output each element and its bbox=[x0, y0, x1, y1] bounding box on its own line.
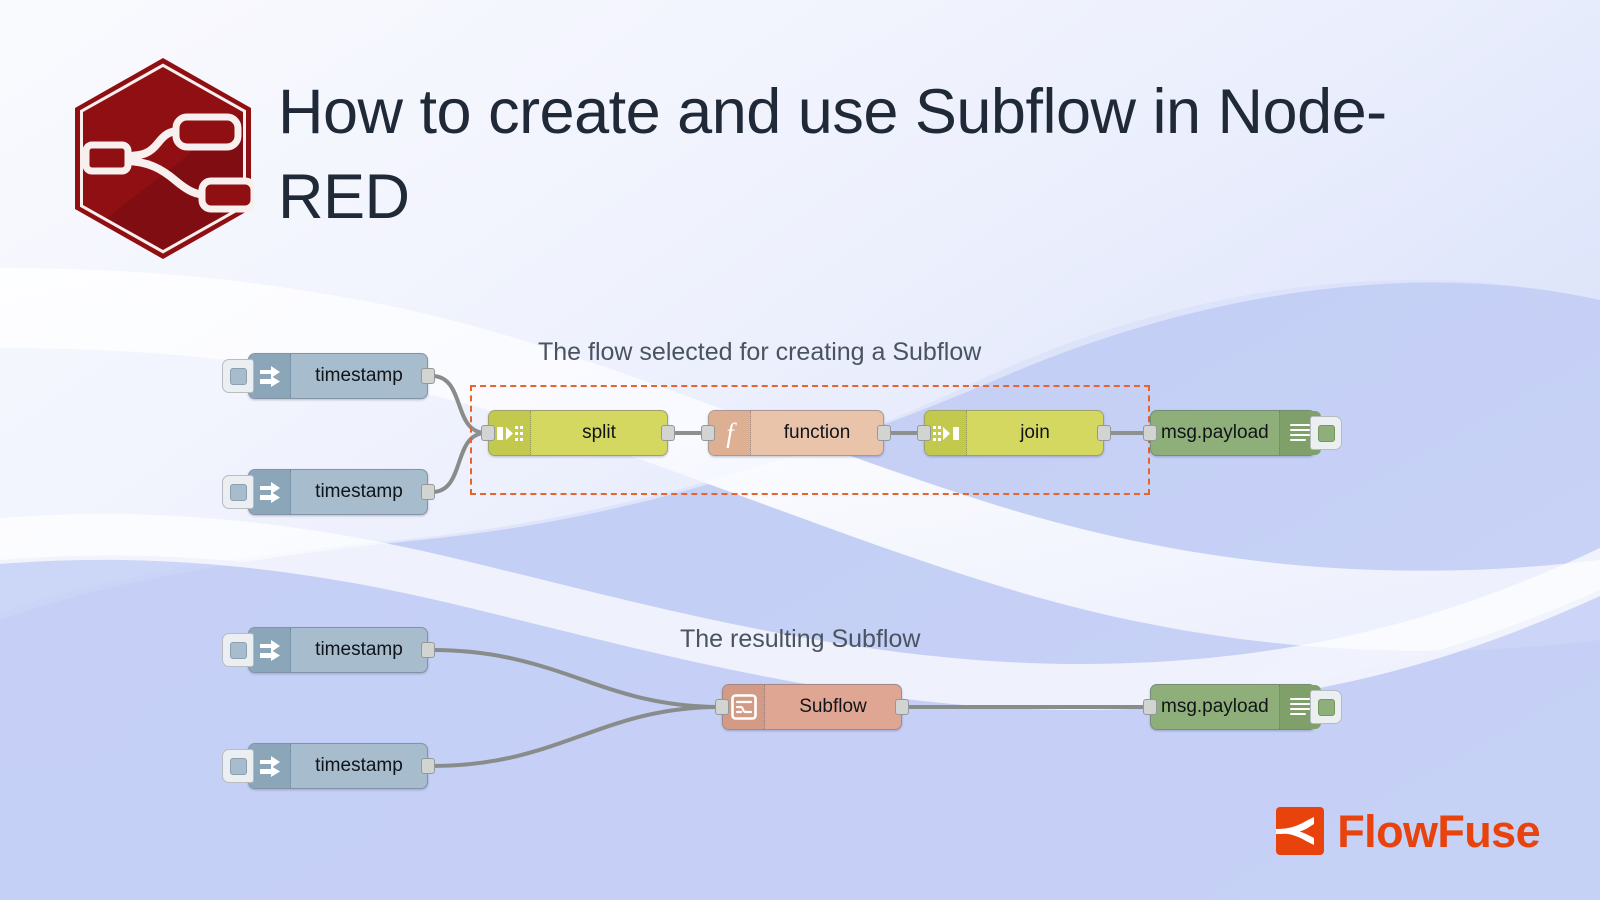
inject-arrow-icon bbox=[249, 744, 291, 788]
node-subflow[interactable]: Subflow bbox=[715, 684, 909, 730]
node-inject-3[interactable]: timestamp bbox=[222, 627, 435, 673]
flowfuse-wordmark: FlowFuse bbox=[1337, 805, 1540, 857]
debug-toggle-button[interactable] bbox=[1310, 416, 1342, 450]
input-port[interactable] bbox=[1143, 699, 1157, 715]
flowfuse-mark-icon bbox=[1276, 807, 1325, 855]
node-label: timestamp bbox=[315, 639, 403, 660]
node-join[interactable]: join bbox=[917, 410, 1111, 456]
node-inject-2[interactable]: timestamp bbox=[222, 469, 435, 515]
node-inject-1[interactable]: timestamp bbox=[222, 353, 435, 399]
node-label: timestamp bbox=[315, 481, 403, 502]
output-port[interactable] bbox=[421, 758, 435, 774]
node-label: timestamp bbox=[315, 755, 403, 776]
function-f-icon: f bbox=[709, 411, 751, 455]
inject-arrow-icon bbox=[249, 470, 291, 514]
output-port[interactable] bbox=[895, 699, 909, 715]
node-debug-1[interactable]: msg.payload bbox=[1143, 410, 1342, 456]
node-label: timestamp bbox=[315, 365, 403, 386]
inject-arrow-icon bbox=[249, 354, 291, 398]
node-debug-2[interactable]: msg.payload bbox=[1143, 684, 1342, 730]
node-label: msg.payload bbox=[1161, 422, 1269, 443]
input-port[interactable] bbox=[715, 699, 729, 715]
node-split[interactable]: split bbox=[481, 410, 675, 456]
node-label: function bbox=[783, 422, 851, 443]
node-label: join bbox=[1020, 422, 1050, 443]
svg-text:f: f bbox=[726, 418, 737, 448]
inject-trigger-button[interactable] bbox=[222, 475, 254, 509]
header: How to create and use Subflow in Node-RE… bbox=[0, 0, 1600, 280]
caption-flow-subflow: The resulting Subflow bbox=[680, 625, 921, 653]
flowfuse-logo[interactable]: FlowFuse bbox=[1276, 805, 1541, 857]
join-icon bbox=[925, 411, 967, 455]
node-label: split bbox=[582, 422, 616, 443]
split-icon bbox=[489, 411, 531, 455]
subflow-icon bbox=[723, 685, 765, 729]
caption-flow-original: The flow selected for creating a Subflow bbox=[538, 338, 982, 366]
inject-trigger-button[interactable] bbox=[222, 359, 254, 393]
inject-arrow-icon bbox=[249, 628, 291, 672]
inject-trigger-button[interactable] bbox=[222, 749, 254, 783]
inject-trigger-button[interactable] bbox=[222, 633, 254, 667]
node-label: msg.payload bbox=[1161, 696, 1269, 717]
debug-toggle-button[interactable] bbox=[1310, 690, 1342, 724]
node-label: Subflow bbox=[799, 696, 867, 717]
node-function[interactable]: f function bbox=[701, 410, 891, 456]
node-inject-4[interactable]: timestamp bbox=[222, 743, 435, 789]
node-red-hexagon-logo bbox=[75, 58, 254, 259]
page-title: How to create and use Subflow in Node-RE… bbox=[278, 77, 1387, 233]
output-port[interactable] bbox=[421, 642, 435, 658]
